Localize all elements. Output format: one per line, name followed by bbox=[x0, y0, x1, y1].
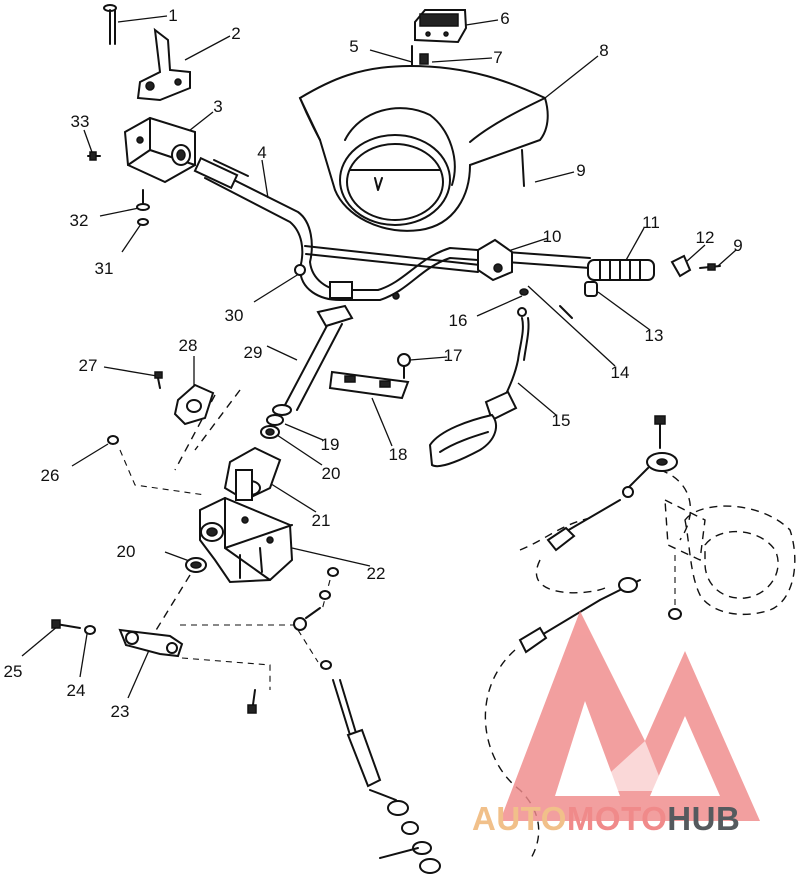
screw-9-left bbox=[521, 149, 525, 187]
callout-label: 28 bbox=[179, 336, 198, 355]
callout-label: 31 bbox=[95, 259, 114, 278]
screw-14 bbox=[559, 305, 573, 319]
callout-label: 2 bbox=[231, 24, 240, 43]
tether-switch-15 bbox=[428, 307, 530, 468]
callout-label: 3 bbox=[213, 97, 222, 116]
flange-28 bbox=[173, 383, 215, 426]
callout-label: 5 bbox=[349, 37, 358, 56]
callout-label: 27 bbox=[79, 356, 98, 375]
callout-label: 9 bbox=[576, 161, 585, 180]
watermark-brand: AUTOMOTOHUB bbox=[472, 800, 740, 838]
watermark-brand-part-3: HUB bbox=[667, 800, 741, 837]
bolt-1 bbox=[103, 4, 117, 45]
bolt-25 bbox=[51, 619, 81, 629]
callout-label: 1 bbox=[168, 6, 177, 25]
cover-plate-18 bbox=[328, 370, 410, 400]
callout-label: 9 bbox=[733, 236, 742, 255]
bar-end-12 bbox=[670, 254, 692, 278]
callout-label: 7 bbox=[493, 48, 502, 67]
nut-26 bbox=[107, 435, 119, 445]
washer-32 bbox=[136, 189, 150, 211]
callout-label: 18 bbox=[389, 445, 408, 464]
nut-16 bbox=[519, 288, 529, 296]
bushing-20-upper bbox=[260, 425, 280, 439]
callout-label: 15 bbox=[552, 411, 571, 430]
callout-label: 8 bbox=[599, 41, 608, 60]
callout-label: 30 bbox=[225, 306, 244, 325]
washer-24 bbox=[84, 625, 96, 635]
steering-post-29 bbox=[272, 304, 354, 416]
switch-housing-3 bbox=[123, 116, 196, 184]
nut-31 bbox=[137, 218, 149, 226]
bolt-27 bbox=[154, 371, 163, 389]
callout-label: 29 bbox=[244, 343, 263, 362]
callout-label: 26 bbox=[41, 466, 60, 485]
callout-label: 33 bbox=[71, 112, 90, 131]
callout-label: 16 bbox=[449, 311, 468, 330]
throttle-switch-10 bbox=[477, 238, 513, 282]
leader-lines bbox=[21, 15, 737, 699]
steering-arm-23 bbox=[118, 628, 184, 658]
bolt-17 bbox=[397, 353, 411, 379]
callout-label: 4 bbox=[257, 143, 266, 162]
connector-7 bbox=[419, 53, 429, 65]
callout-label: 23 bbox=[111, 702, 130, 721]
callout-label: 12 bbox=[696, 228, 715, 247]
handlebar-4 bbox=[193, 156, 591, 301]
screw-9-right bbox=[699, 263, 721, 271]
callout-label: 25 bbox=[4, 662, 23, 681]
hand-grip-11 bbox=[587, 259, 655, 281]
callout-label: 14 bbox=[611, 363, 630, 382]
callout-label: 11 bbox=[642, 213, 660, 232]
bolt-lower bbox=[247, 689, 257, 714]
handlebar-cover-8 bbox=[298, 64, 549, 232]
screw-33 bbox=[87, 151, 101, 161]
callout-label: 6 bbox=[500, 9, 509, 28]
assembly-dashed-lines bbox=[119, 389, 796, 861]
watermark-brand-part-2: MOTO bbox=[566, 800, 668, 837]
plug-13 bbox=[584, 281, 598, 297]
callout-label: 21 bbox=[312, 511, 331, 530]
callout-label: 20 bbox=[117, 542, 136, 561]
linkage-right bbox=[518, 415, 682, 654]
watermark-logo-icon bbox=[500, 611, 760, 821]
tie-rod bbox=[293, 567, 441, 874]
callout-label: 13 bbox=[645, 326, 664, 345]
mount-frame-22 bbox=[199, 496, 294, 584]
callout-label: 20 bbox=[322, 464, 341, 483]
bushing-20-lower bbox=[185, 557, 207, 573]
callout-label: 19 bbox=[321, 435, 340, 454]
callout-label: 22 bbox=[367, 564, 386, 583]
callout-label: 17 bbox=[444, 346, 463, 365]
callout-label: 24 bbox=[67, 681, 86, 700]
watermark-triangle-icon bbox=[500, 611, 760, 821]
watermark-brand-part-1: AUTO bbox=[472, 800, 567, 837]
bushing-19 bbox=[266, 414, 284, 426]
callout-label: 32 bbox=[70, 211, 89, 230]
indicator-6 bbox=[414, 9, 468, 44]
steering-bracket-21 bbox=[223, 446, 282, 502]
callout-label: 10 bbox=[543, 227, 562, 246]
bracket-2 bbox=[136, 27, 191, 102]
